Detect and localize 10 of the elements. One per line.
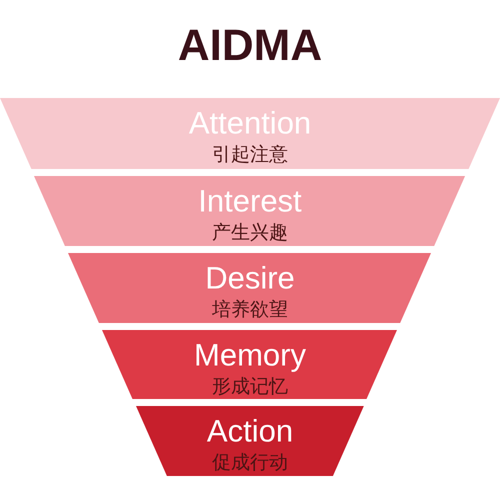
stage-subtitle: 引起注意 <box>212 146 288 164</box>
stage-subtitle: 形成记忆 <box>212 378 288 396</box>
diagram-title: AIDMA <box>178 24 322 68</box>
stage-subtitle: 促成行动 <box>212 454 288 472</box>
stage-name: Action <box>206 416 294 446</box>
stage-name: Desire <box>205 262 295 294</box>
stage-subtitle: 培养欲望 <box>212 300 288 320</box>
stage-name: Interest <box>198 186 302 216</box>
stage-name: Memory <box>194 340 306 370</box>
stage-subtitle: 产生兴趣 <box>212 224 288 242</box>
